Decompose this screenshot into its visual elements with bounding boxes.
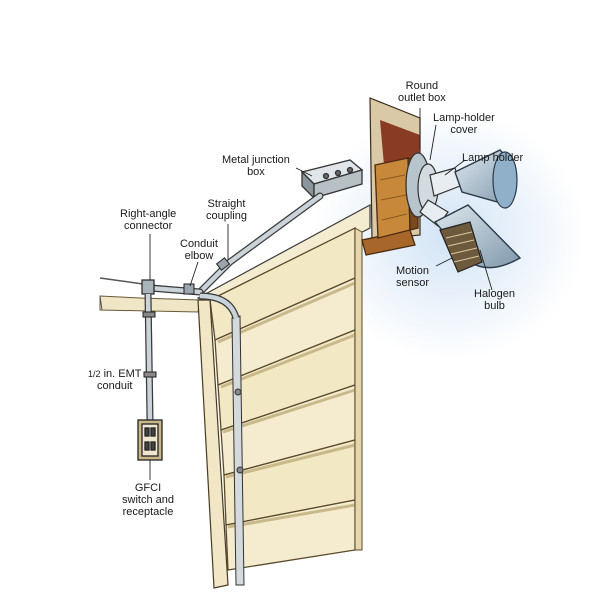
label-motion-sensor: Motion sensor bbox=[396, 265, 429, 289]
emt-strap bbox=[144, 372, 156, 377]
track-bracket bbox=[237, 467, 243, 473]
label-round-outlet-box: Round outlet box bbox=[398, 80, 446, 104]
gfci-box bbox=[138, 420, 162, 460]
right-angle-connector bbox=[142, 280, 154, 294]
label-emt-conduit: 1/2 in. EMT conduit bbox=[88, 368, 141, 392]
siding-edge bbox=[355, 228, 362, 550]
track-bracket bbox=[235, 389, 241, 395]
label-straight-coupling: Straight coupling bbox=[206, 198, 247, 222]
label-right-angle-connector: Right-angle connector bbox=[120, 208, 176, 232]
emt-strap bbox=[143, 312, 155, 317]
label-lamp-holder: Lamp holder bbox=[462, 152, 523, 164]
conduit-elbow bbox=[184, 284, 194, 294]
label-conduit-elbow: Conduit elbow bbox=[180, 238, 218, 262]
label-halogen-bulb: Halogen bulb bbox=[474, 288, 515, 312]
label-lamp-holder-cover: Lamp-holder cover bbox=[433, 112, 495, 136]
label-metal-junction-box: Metal junction box bbox=[222, 154, 290, 178]
label-gfci: GFCI switch and receptacle bbox=[122, 482, 174, 518]
